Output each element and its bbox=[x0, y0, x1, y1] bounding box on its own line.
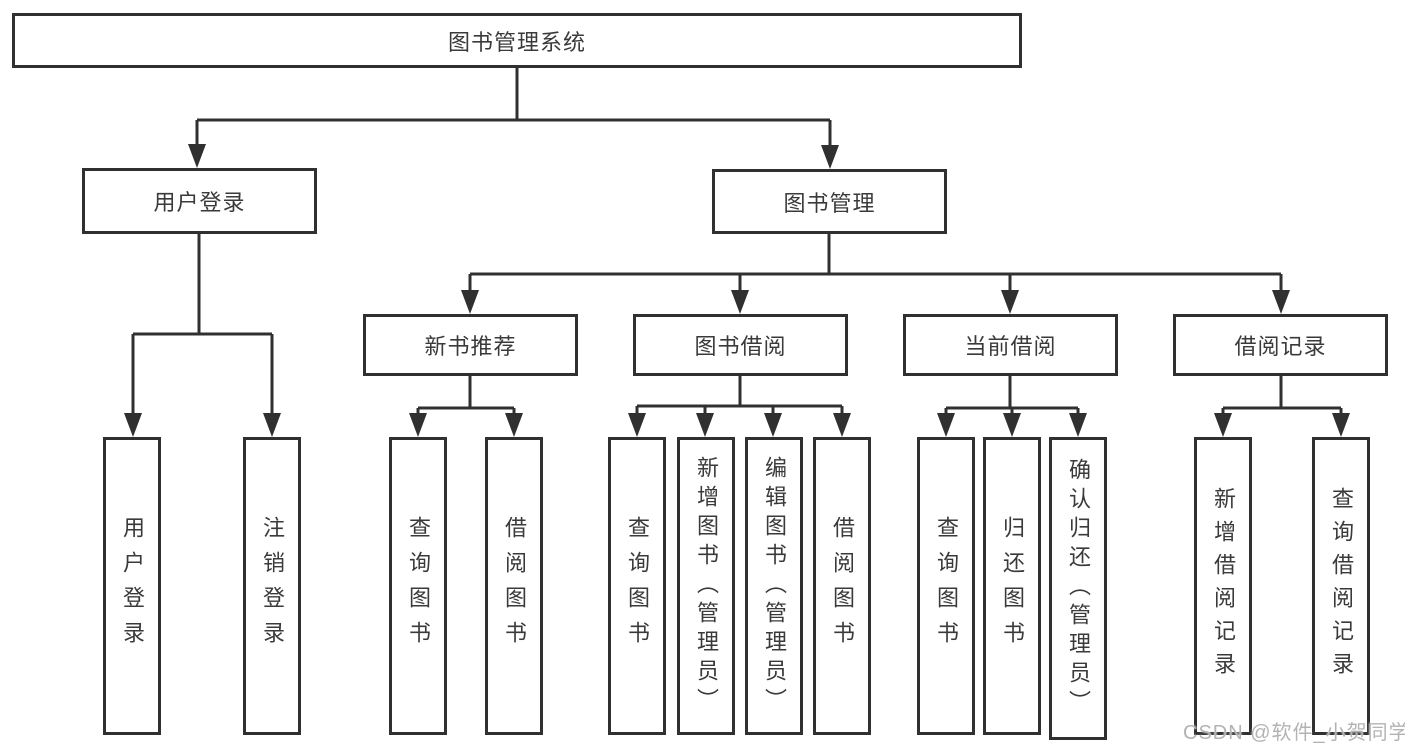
leaf-user-login: 用户登录 bbox=[103, 437, 161, 735]
leaf-nb-query-books-label: 查询图书 bbox=[406, 516, 431, 656]
leaf-cb-confirm-return-admin-label: 确认归还（管理员） bbox=[1066, 458, 1091, 719]
connector-current-borrowing-children bbox=[937, 376, 1087, 437]
connector-book-borrowing-children bbox=[628, 376, 851, 437]
csdn-watermark: CSDN @软件_小贺同学 bbox=[1183, 722, 1405, 744]
leaf-nb-borrow-books: 借阅图书 bbox=[485, 437, 543, 735]
connector-root-to-level2 bbox=[188, 68, 839, 169]
node-user-login: 用户登录 bbox=[82, 168, 317, 234]
connector-user-login-children bbox=[124, 234, 281, 437]
leaf-cb-query-books: 查询图书 bbox=[917, 437, 975, 735]
leaf-bb-add-books-admin: 新增图书（管理员） bbox=[677, 437, 735, 735]
leaf-bb-add-books-admin-label: 新增图书（管理员） bbox=[694, 455, 719, 717]
leaf-nb-borrow-books-label: 借阅图书 bbox=[502, 516, 527, 656]
leaf-logout: 注销登录 bbox=[243, 437, 301, 735]
node-root-label: 图书管理系统 bbox=[447, 29, 586, 55]
leaf-cb-confirm-return-admin: 确认归还（管理员） bbox=[1049, 437, 1107, 740]
node-current-borrowing-label: 当前借阅 bbox=[964, 334, 1057, 359]
leaf-br-add-record-label: 新增借阅记录 bbox=[1211, 487, 1236, 685]
leaf-cb-return-books: 归还图书 bbox=[983, 437, 1041, 735]
node-borrowing-records: 借阅记录 bbox=[1173, 314, 1388, 376]
leaf-nb-query-books: 查询图书 bbox=[389, 437, 447, 735]
connector-borrowing-records-children bbox=[1214, 376, 1350, 437]
node-new-book-recommendation-label: 新书推荐 bbox=[424, 334, 517, 359]
node-root: 图书管理系统 bbox=[12, 13, 1022, 68]
leaf-bb-query-books-label: 查询图书 bbox=[625, 516, 650, 656]
node-book-borrowing: 图书借阅 bbox=[633, 314, 848, 376]
connector-book-management-children bbox=[461, 234, 1290, 314]
leaf-user-login-label: 用户登录 bbox=[120, 516, 145, 656]
node-new-book-recommendation: 新书推荐 bbox=[363, 314, 578, 376]
leaf-bb-query-books: 查询图书 bbox=[608, 437, 666, 735]
leaf-cb-return-books-label: 归还图书 bbox=[1000, 516, 1025, 656]
leaf-br-query-record-label: 查询借阅记录 bbox=[1329, 487, 1354, 685]
node-book-borrowing-label: 图书借阅 bbox=[694, 334, 787, 359]
leaf-bb-edit-books-admin-label: 编辑图书（管理员） bbox=[762, 455, 787, 717]
node-book-management: 图书管理 bbox=[712, 169, 947, 234]
leaf-br-query-record: 查询借阅记录 bbox=[1312, 437, 1370, 735]
node-borrowing-records-label: 借阅记录 bbox=[1234, 334, 1327, 359]
node-current-borrowing: 当前借阅 bbox=[903, 314, 1118, 376]
leaf-bb-edit-books-admin: 编辑图书（管理员） bbox=[745, 437, 803, 735]
node-user-login-label: 用户登录 bbox=[153, 190, 246, 215]
leaf-logout-label: 注销登录 bbox=[260, 516, 285, 656]
leaf-br-add-record: 新增借阅记录 bbox=[1194, 437, 1252, 735]
leaf-bb-borrow-books-label: 借阅图书 bbox=[830, 516, 855, 656]
node-book-management-label: 图书管理 bbox=[783, 190, 876, 216]
leaf-bb-borrow-books: 借阅图书 bbox=[813, 437, 871, 735]
leaf-cb-query-books-label: 查询图书 bbox=[934, 516, 959, 656]
connector-new-book-children bbox=[409, 376, 523, 437]
